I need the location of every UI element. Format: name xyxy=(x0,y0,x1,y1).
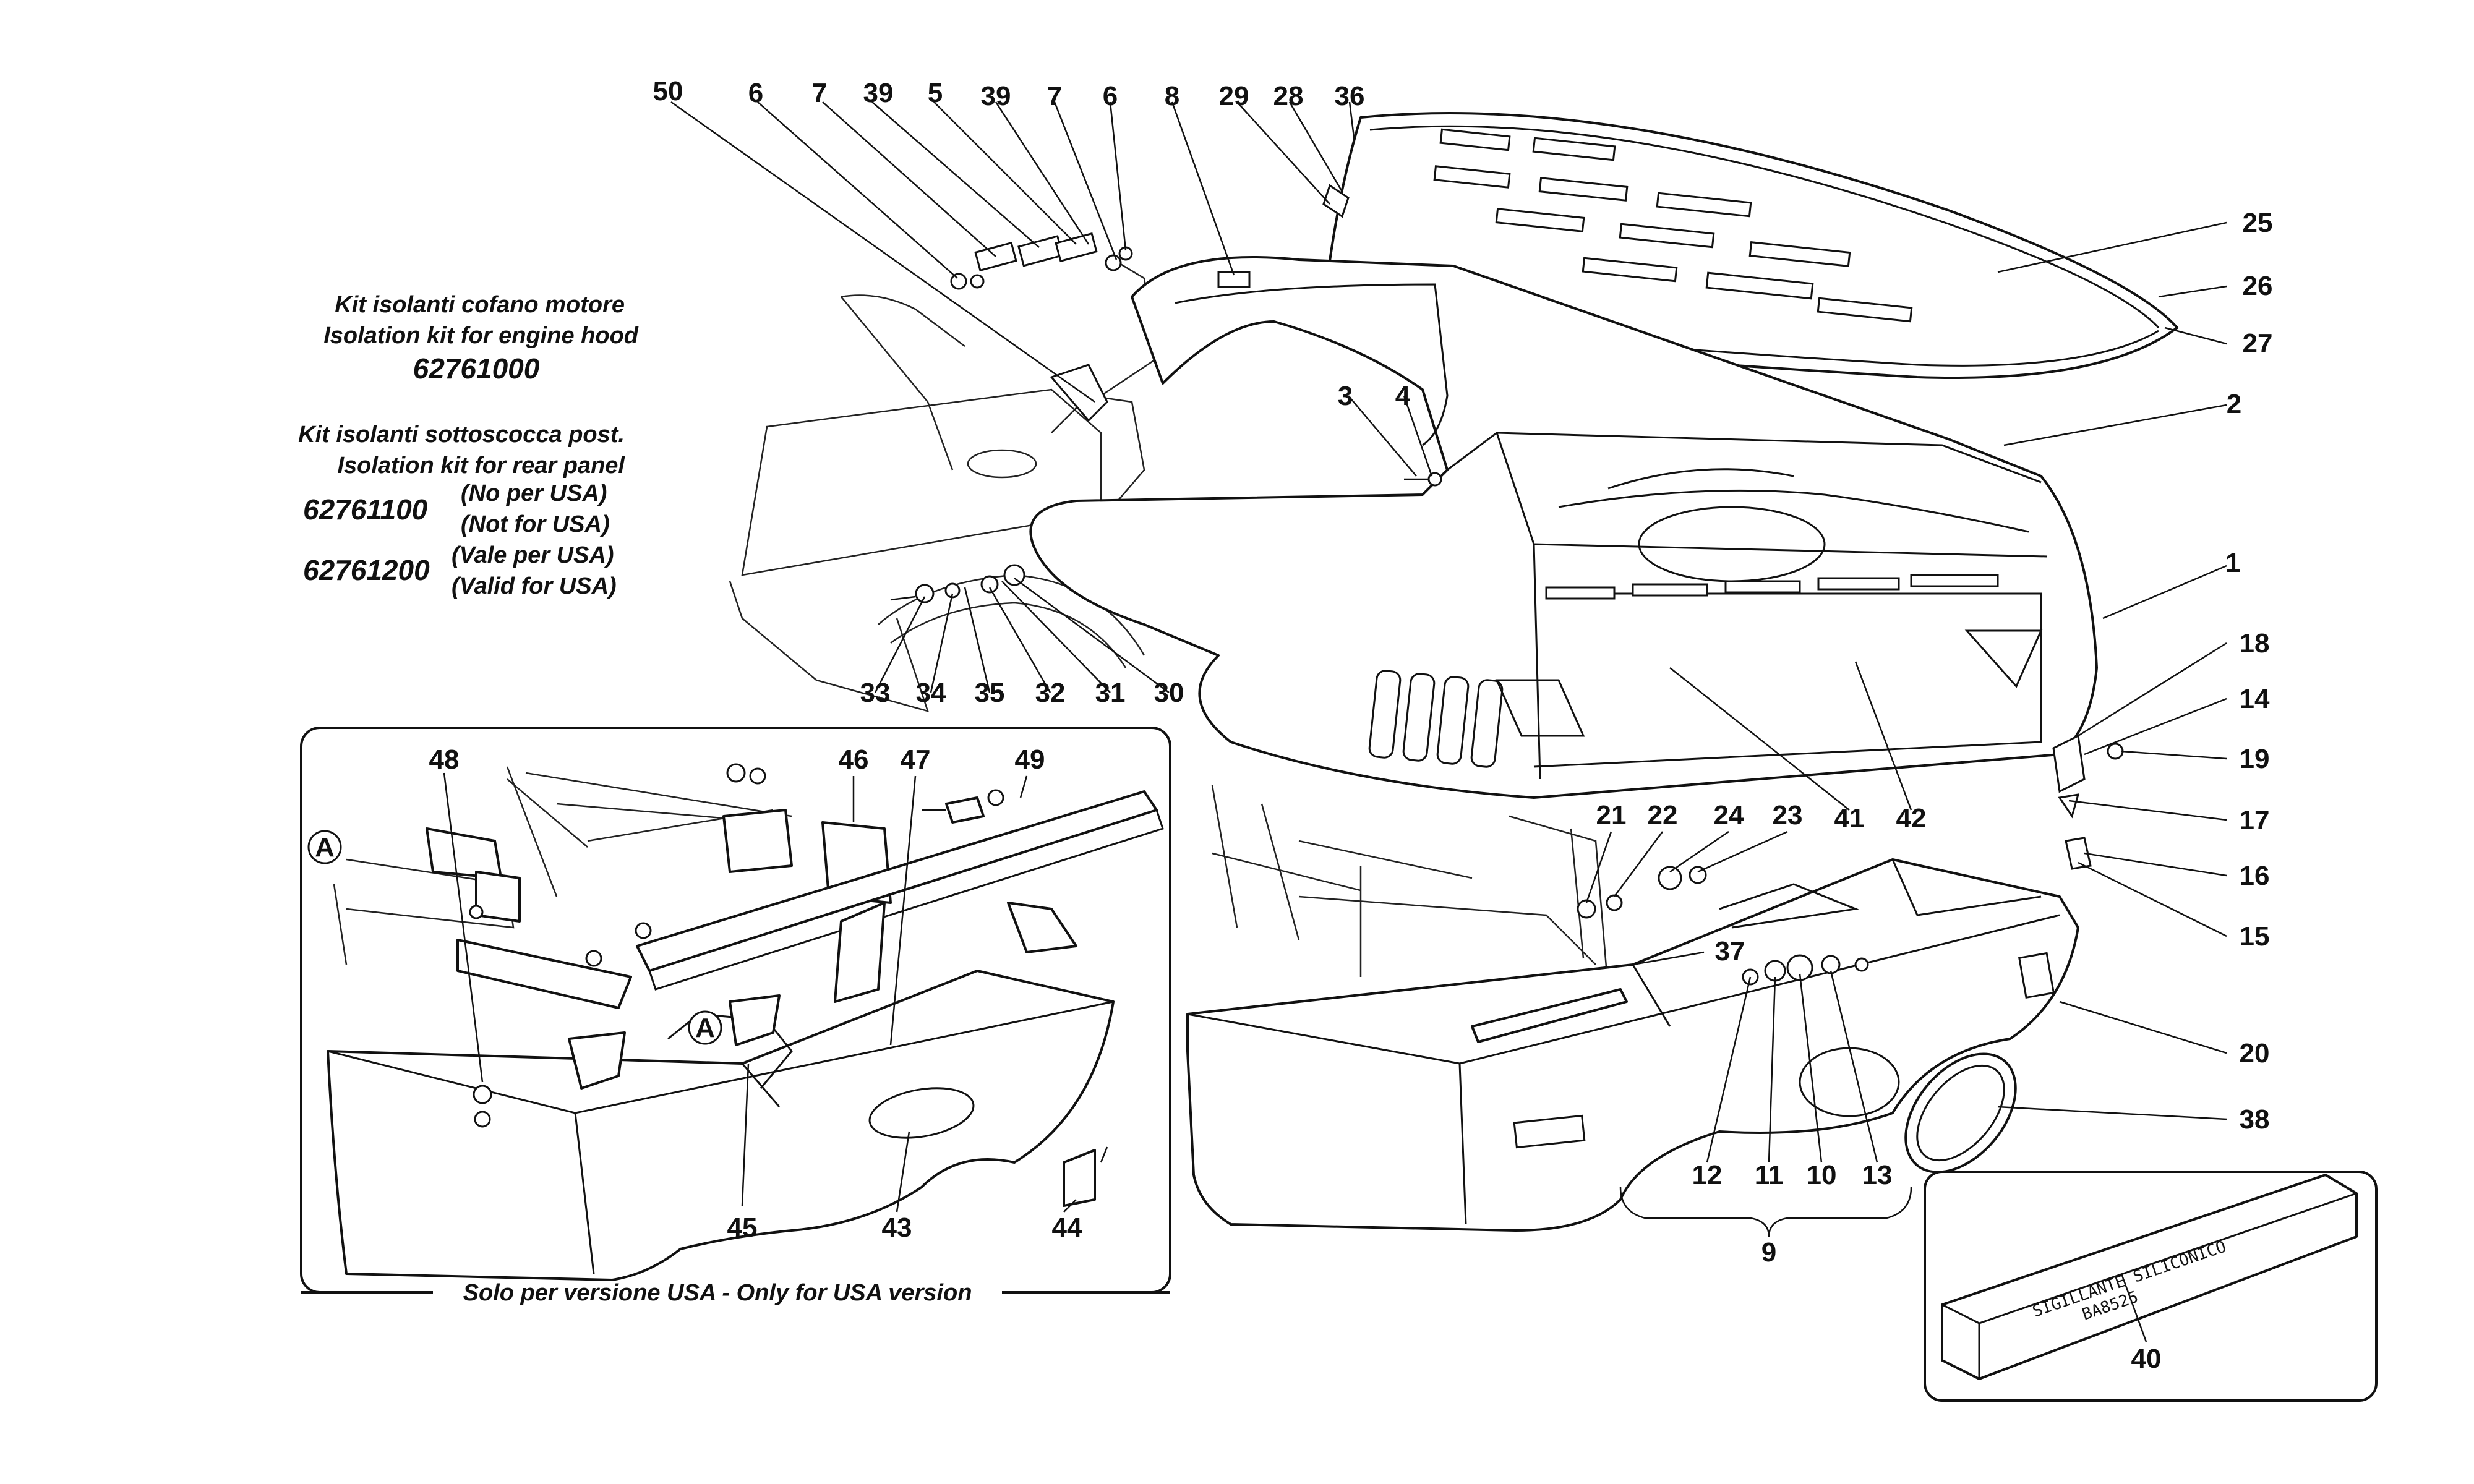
label-part-20: 20 xyxy=(2240,1038,2270,1068)
car-body-outline xyxy=(729,258,1158,712)
label-part-13: 13 xyxy=(1862,1160,1893,1190)
label-part-15: 15 xyxy=(2240,921,2270,952)
label-part-34: 34 xyxy=(916,678,946,708)
label-part-21: 21 xyxy=(1596,800,1627,830)
marker-a-bottom: A xyxy=(695,1013,715,1043)
label-part-3: 3 xyxy=(1338,381,1353,411)
label-part-26: 26 xyxy=(2243,271,2273,301)
label-part-43: 43 xyxy=(882,1213,912,1243)
label-part-16: 16 xyxy=(2240,861,2270,891)
label-part-10: 10 xyxy=(1807,1160,1837,1190)
label-part-11: 11 xyxy=(1755,1160,1784,1190)
kit-rear-italian: Kit isolanti sottoscocca post. xyxy=(298,422,625,448)
leader-lines xyxy=(670,101,2227,1342)
exhaust-gasket xyxy=(1904,1052,2017,1174)
code-usa: 62761200 xyxy=(303,554,430,586)
side-vent-louvres xyxy=(1368,670,1504,768)
label-part-2: 2 xyxy=(2227,389,2241,419)
usa-inset-caption: Solo per versione USA - Only for USA ver… xyxy=(463,1280,972,1306)
label-part-25: 25 xyxy=(2243,208,2273,238)
sealant-box-frame: SIGILLANTE SILICONICO BA8525 xyxy=(1924,1171,2378,1402)
rear-body-panel xyxy=(1029,256,2098,799)
non-usa-italian: (No per USA) xyxy=(461,480,607,506)
chassis-frame xyxy=(1211,785,1609,990)
kit-hood-english: Isolation kit for engine hood xyxy=(323,323,639,349)
label-part-32: 32 xyxy=(1035,678,1066,708)
label-part-28: 28 xyxy=(1273,81,1304,111)
label-part-5: 5 xyxy=(928,78,943,108)
label-part-50: 50 xyxy=(653,76,683,106)
label-part-49: 49 xyxy=(1015,744,1045,775)
label-part-9: 9 xyxy=(1761,1237,1776,1268)
label-part-31: 31 xyxy=(1095,678,1126,708)
label-part-35: 35 xyxy=(975,678,1005,708)
label-part-7b: 7 xyxy=(1047,81,1062,111)
label-part-23: 23 xyxy=(1773,800,1803,830)
label-part-22: 22 xyxy=(1648,800,1678,830)
label-part-48: 48 xyxy=(429,744,460,775)
label-part-1: 1 xyxy=(2225,548,2240,578)
label-part-14: 14 xyxy=(2240,684,2270,714)
label-part-6a: 6 xyxy=(748,78,763,108)
label-part-33: 33 xyxy=(860,678,891,708)
kit-hood-code: 62761000 xyxy=(413,352,540,385)
label-part-6b: 6 xyxy=(1103,81,1118,111)
label-part-38: 38 xyxy=(2240,1104,2270,1135)
label-part-17: 17 xyxy=(2240,805,2270,835)
label-part-45: 45 xyxy=(727,1213,758,1243)
label-part-19: 19 xyxy=(2240,744,2270,774)
kit-hood-italian: Kit isolanti cofano motore xyxy=(335,292,625,318)
hood-vent-slots xyxy=(1433,128,1913,323)
label-part-27: 27 xyxy=(2243,328,2273,359)
label-part-41: 41 xyxy=(1834,803,1865,834)
usa-english: (Valid for USA) xyxy=(452,573,617,599)
label-part-29: 29 xyxy=(1219,81,1249,111)
label-part-18: 18 xyxy=(2240,628,2270,659)
label-part-30: 30 xyxy=(1154,678,1184,708)
label-part-40: 40 xyxy=(2131,1344,2162,1374)
label-part-39b: 39 xyxy=(981,81,1011,111)
part-number-labels: 50 6 7 39 5 39 7 6 8 29 28 36 25 26 27 2… xyxy=(429,76,2273,1374)
label-part-42: 42 xyxy=(1896,803,1927,834)
code-non-usa: 62761100 xyxy=(303,493,428,526)
label-part-47: 47 xyxy=(901,744,931,775)
marker-a-top: A xyxy=(315,832,335,863)
label-part-37: 37 xyxy=(1715,936,1745,966)
label-part-4: 4 xyxy=(1395,381,1411,411)
label-part-7a: 7 xyxy=(812,78,827,108)
label-part-46: 46 xyxy=(839,744,869,775)
usa-inset: Solo per versione USA - Only for USA ver… xyxy=(300,727,1171,1308)
label-part-39a: 39 xyxy=(863,78,894,108)
kit-rear-english: Isolation kit for rear panel xyxy=(337,453,625,479)
label-part-8: 8 xyxy=(1165,81,1179,111)
usa-italian: (Vale per USA) xyxy=(452,542,614,568)
kit-notes: Kit isolanti cofano motore Isolation kit… xyxy=(298,292,639,599)
rear-panel-slots xyxy=(1545,574,1999,600)
non-usa-english: (Not for USA) xyxy=(461,511,610,537)
bumper-support-rod xyxy=(1471,883,1869,1043)
label-part-36: 36 xyxy=(1335,81,1365,111)
label-part-44: 44 xyxy=(1052,1213,1082,1243)
label-part-24: 24 xyxy=(1714,800,1744,830)
label-part-12: 12 xyxy=(1692,1160,1723,1190)
